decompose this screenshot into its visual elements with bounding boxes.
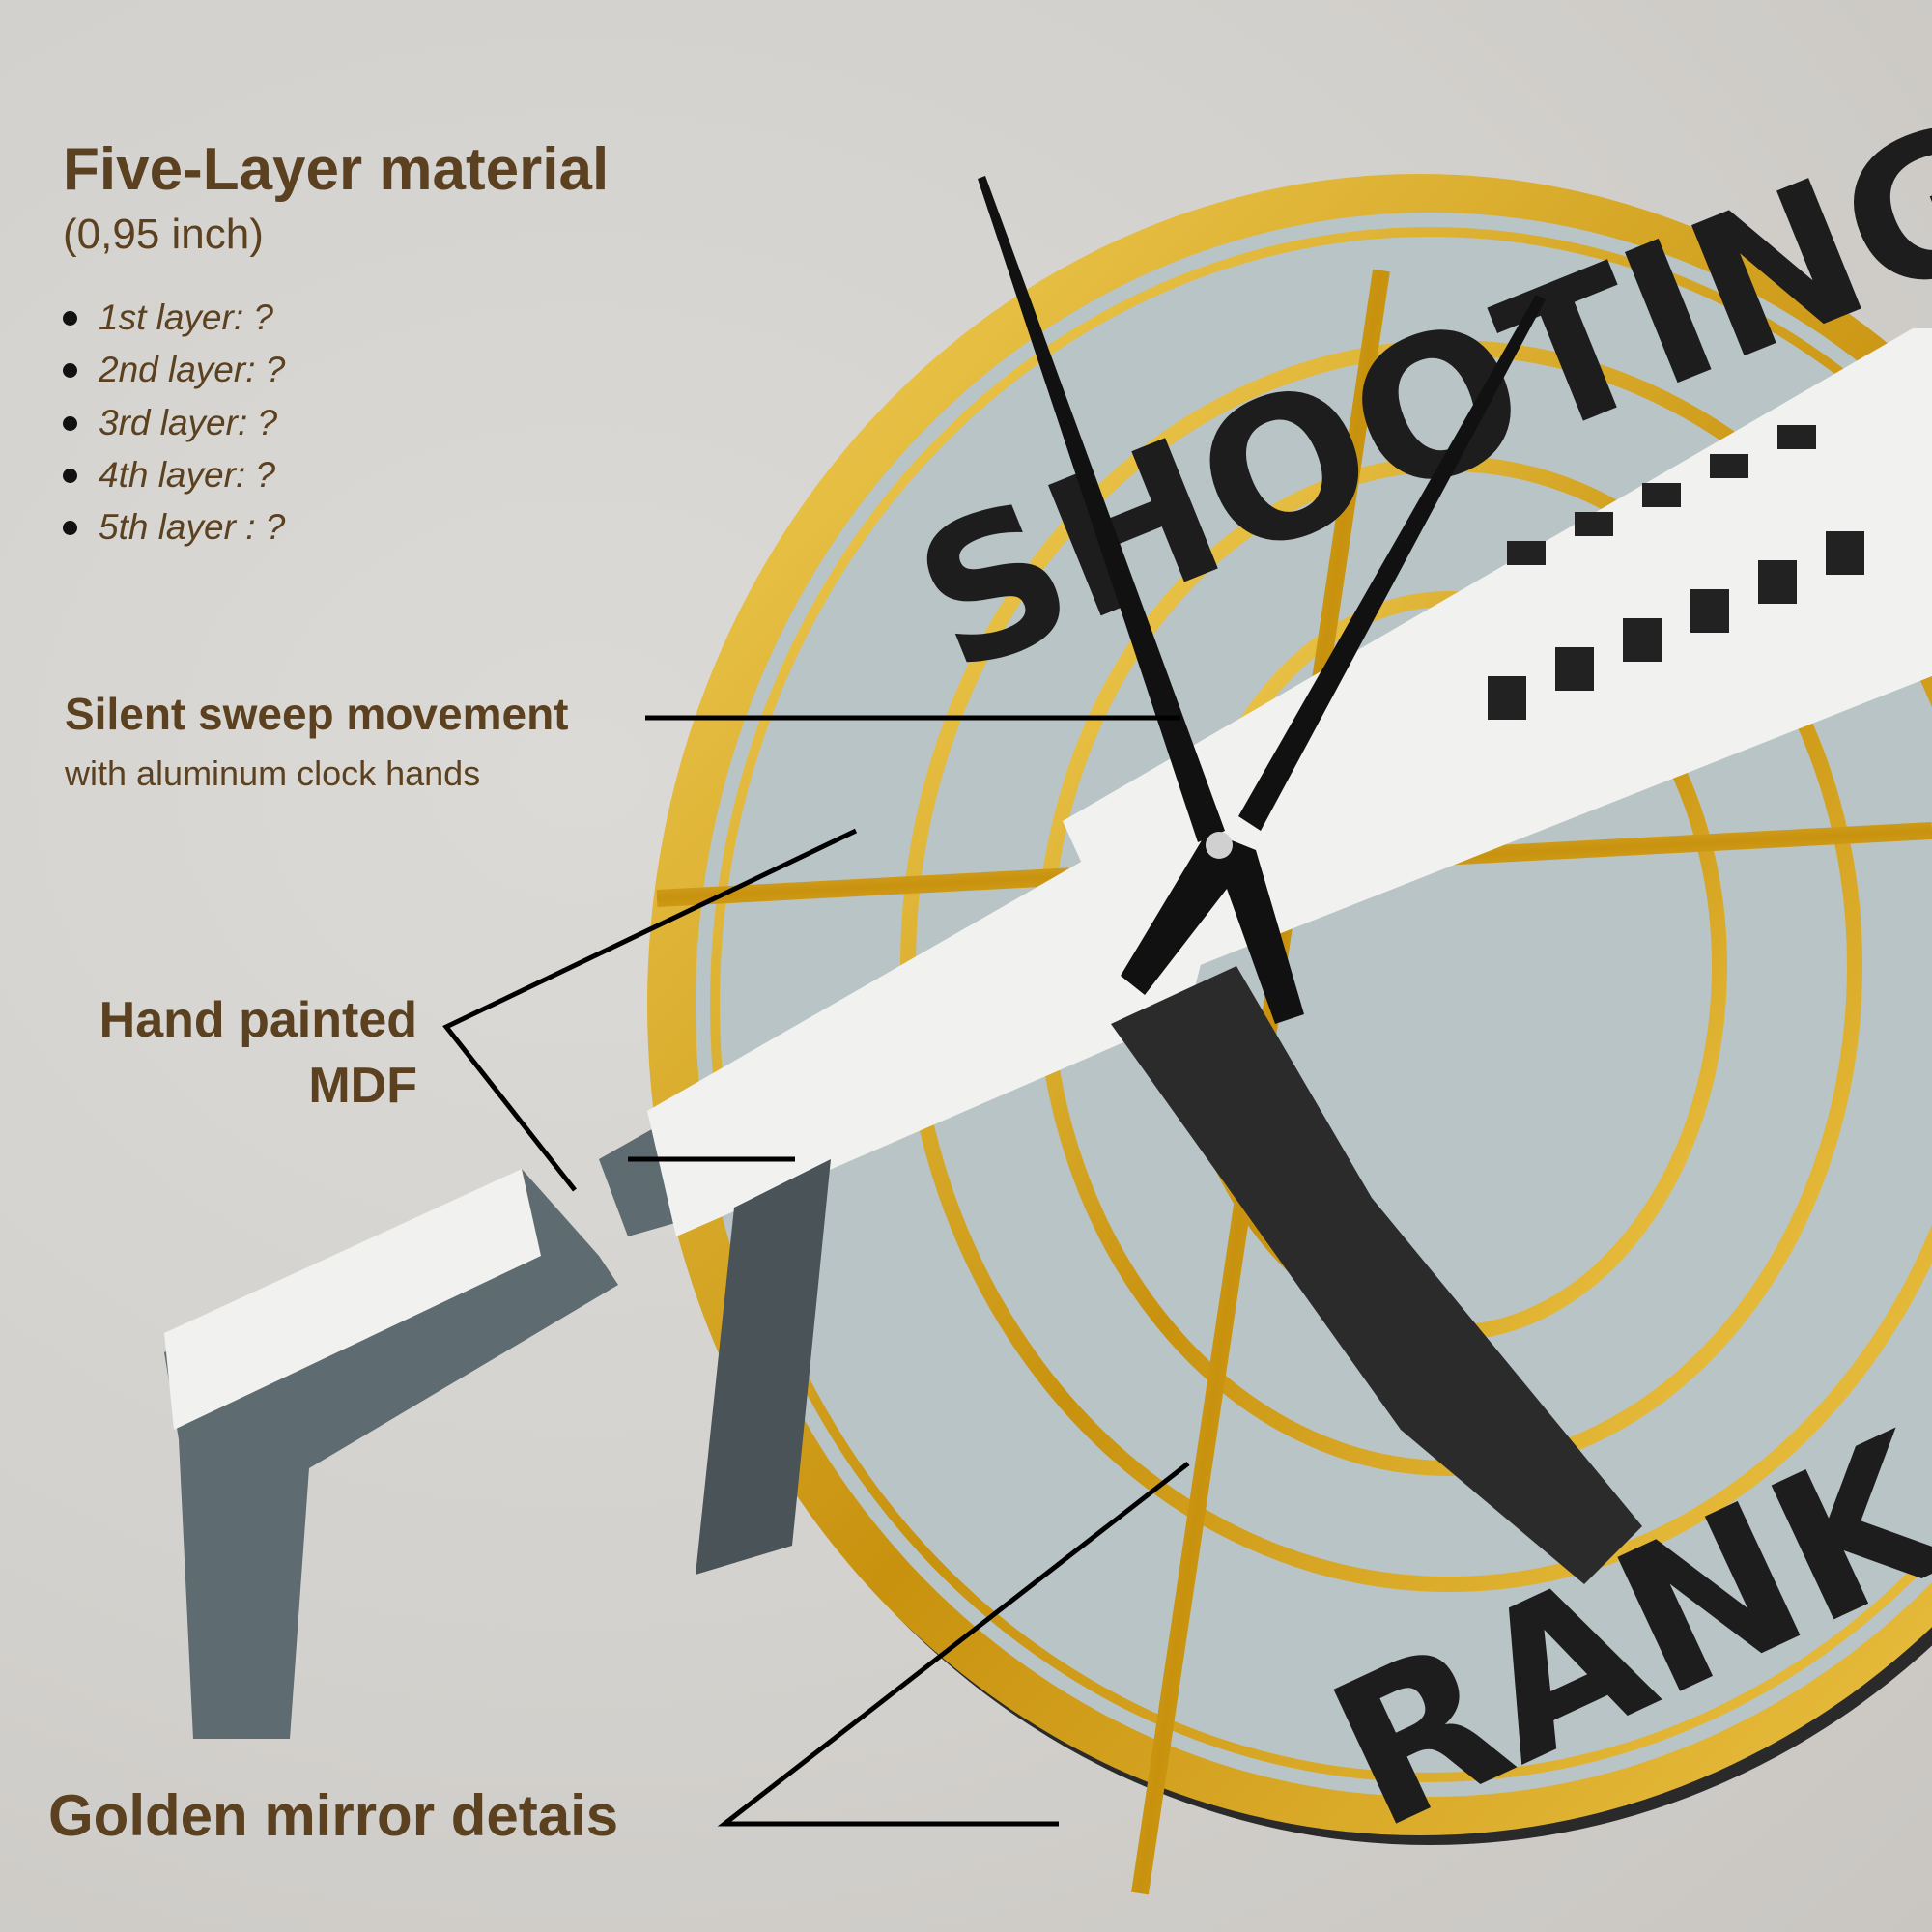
bullet-icon [63, 415, 77, 431]
movement-callout-title: Silent sweep movement [65, 689, 569, 739]
movement-callout-subtitle: with aluminum clock hands [65, 753, 481, 793]
clock-hands [978, 176, 1546, 1024]
callout-lines [442, 715, 1190, 1827]
bullet-icon [63, 468, 77, 483]
layer-label: 5th layer : ? [99, 507, 286, 548]
page-title: Five-Layer material [63, 136, 610, 203]
mirror-leader-line [717, 1462, 1190, 1827]
mdf-leader-line [442, 828, 858, 1192]
bullet-icon [63, 363, 77, 379]
layer-list: 1st layer: ? 2nd layer: ? 3rd layer: ? 4… [60, 292, 285, 554]
rifle [164, 328, 1932, 1739]
list-item: 3rd layer: ? [60, 397, 285, 449]
layer-label: 2nd layer: ? [99, 350, 286, 390]
bullet-icon [63, 521, 77, 536]
list-item: 5th layer : ? [60, 501, 285, 554]
mdf-callout-line1: Hand painted [99, 992, 417, 1048]
list-item: 1st layer: ? [60, 292, 285, 344]
mdf-callout-line2: MDF [308, 1058, 417, 1114]
layer-label: 4th layer: ? [99, 454, 276, 495]
list-item: 4th layer: ? [60, 449, 285, 501]
layer-label: 3rd layer: ? [99, 402, 278, 442]
thickness-subtitle: (0,95 inch) [63, 211, 264, 258]
layer-label: 1st layer: ? [99, 298, 273, 337]
mdf-callout: Hand painted MDF [99, 987, 417, 1119]
bullet-icon [63, 311, 77, 326]
mirror-callout: Golden mirror detais [48, 1783, 619, 1848]
list-item: 2nd layer: ? [60, 344, 285, 396]
